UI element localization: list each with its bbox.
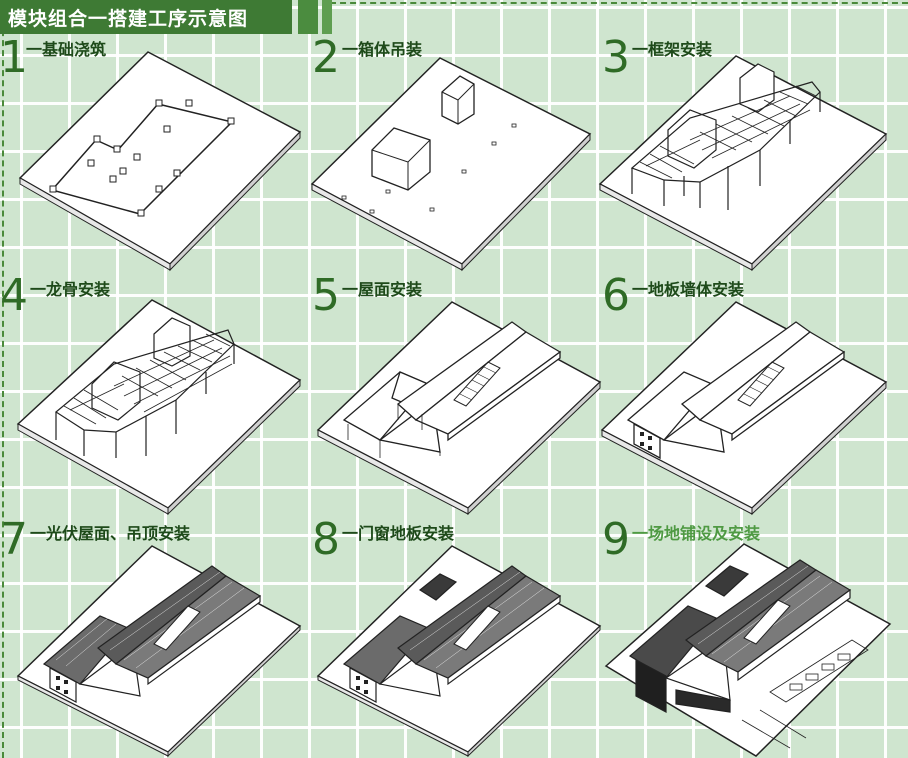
step-number: 6 <box>602 270 630 321</box>
step-number: 3 <box>602 32 630 83</box>
step-label: 一地板墙体安装 <box>632 280 745 299</box>
page-title: 模块组合一搭建工序示意图 <box>8 7 249 30</box>
step-number: 2 <box>312 32 340 83</box>
step-number: 7 <box>0 514 28 565</box>
step-number: 5 <box>312 270 340 321</box>
step-label: 一基础浇筑 <box>26 40 107 59</box>
step-number: 8 <box>312 514 340 565</box>
step-label: 一屋面安装 <box>342 280 423 299</box>
step-number: 4 <box>0 270 28 321</box>
step-number: 1 <box>0 32 28 83</box>
title-bar: 模块组合一搭建工序示意图 <box>0 0 292 34</box>
step-label: 一龙骨安装 <box>30 280 111 299</box>
step-label: 一场地铺设及安装 <box>632 524 761 543</box>
step-label: 一框架安装 <box>632 40 713 59</box>
step-label: 一光伏屋面、吊顶安装 <box>30 524 191 543</box>
step-label: 一箱体吊装 <box>342 40 423 59</box>
dashed-border-left <box>2 0 4 758</box>
dashed-border-top <box>330 2 908 4</box>
title-stripe <box>322 0 332 34</box>
title-stripe <box>298 0 318 34</box>
step-number: 9 <box>602 514 630 565</box>
step-label: 一门窗地板安装 <box>342 524 455 543</box>
